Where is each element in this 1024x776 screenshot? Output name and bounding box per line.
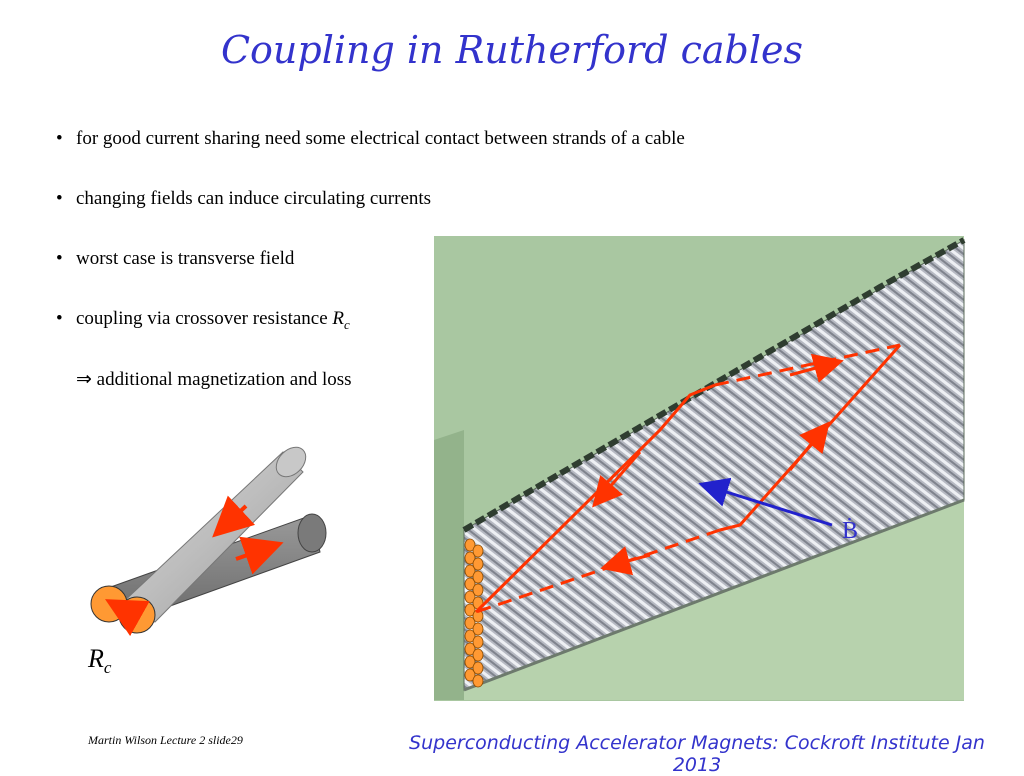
- rutherford-cable-photo: [434, 236, 966, 701]
- footer-course: Superconducting Accelerator Magnets: Coc…: [409, 732, 985, 776]
- bullet-dot: •: [56, 248, 63, 269]
- bullet-text: coupling via crossover resistance: [76, 308, 333, 329]
- rc-symbol: Rc: [332, 308, 350, 332]
- bullet-text: worst case is transverse field: [76, 248, 295, 269]
- bullet-text: for good current sharing need some elect…: [76, 128, 685, 149]
- implies-arrow: ⇒: [76, 369, 92, 390]
- bullet-dot: •: [56, 308, 63, 329]
- footer-author: Martin Wilson Lecture 2 slide29: [88, 733, 243, 747]
- current-loop-arrow: [474, 343, 902, 614]
- bullet-dot: •: [56, 188, 63, 209]
- bullet-item: • changing fields can induce circulating …: [56, 188, 431, 210]
- current-arrow-crossover: [105, 599, 150, 637]
- bullet-item: • worst case is transverse field: [56, 248, 294, 270]
- current-arrow-right: [235, 536, 284, 575]
- crossed-strands-figure: [90, 446, 327, 637]
- implies-text: additional magnetization and loss: [91, 369, 352, 390]
- current-arrow-down: [212, 495, 256, 538]
- crossover-resistance-label: Rc: [88, 644, 112, 678]
- bullet-dot: •: [56, 128, 63, 149]
- implies-line: ⇒ additional magnetization and loss: [76, 368, 352, 391]
- bullet-item: • coupling via crossover resistance Rc: [56, 308, 350, 333]
- bullet-item: • for good current sharing need some elec…: [56, 128, 685, 150]
- slide-title: Coupling in Rutherford cables: [220, 28, 804, 72]
- bullet-text: changing fields can induce circulating c…: [76, 188, 432, 209]
- strand-ends: [464, 538, 484, 688]
- field-arrow: [698, 477, 833, 527]
- field-rate-label: Ḃ: [842, 518, 859, 544]
